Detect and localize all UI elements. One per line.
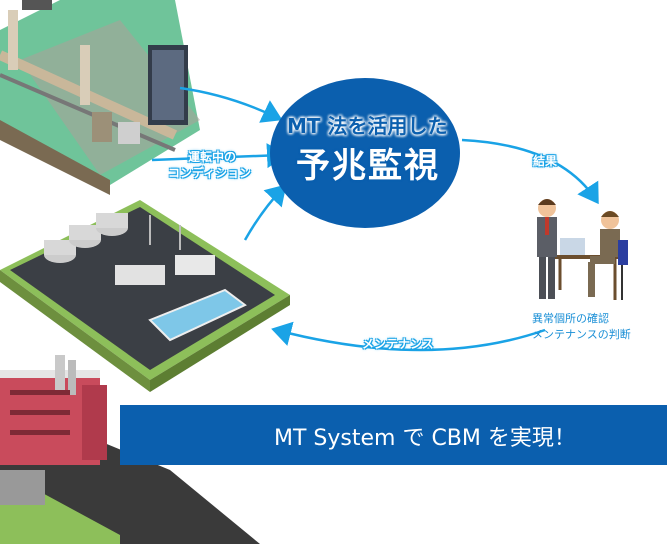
people-caption-line2: メンテナンスの判断	[532, 328, 631, 341]
people-caption-line1: 異常個所の確認	[532, 312, 609, 325]
central-monitoring-circle	[270, 78, 460, 228]
power-plant-illustration	[0, 200, 290, 392]
banner-text: MT System で CBM を実現！	[274, 426, 576, 451]
condition-label-line1: 運転中の	[188, 150, 237, 164]
result-label: 結果	[533, 154, 558, 168]
bottom-banner: MT System で CBM を実現！	[120, 405, 667, 465]
business-people-illustration	[537, 199, 628, 300]
bridge-city-illustration	[0, 0, 200, 195]
center-heading-title: 予兆監視	[296, 146, 440, 186]
maintenance-label: メンテナンス	[362, 337, 434, 351]
condition-label-line2: コンディション	[168, 166, 252, 180]
factory-illustration	[0, 355, 260, 544]
center-heading-subtitle: MT 法を活用した	[287, 114, 448, 138]
flow-arrows	[151, 86, 599, 352]
